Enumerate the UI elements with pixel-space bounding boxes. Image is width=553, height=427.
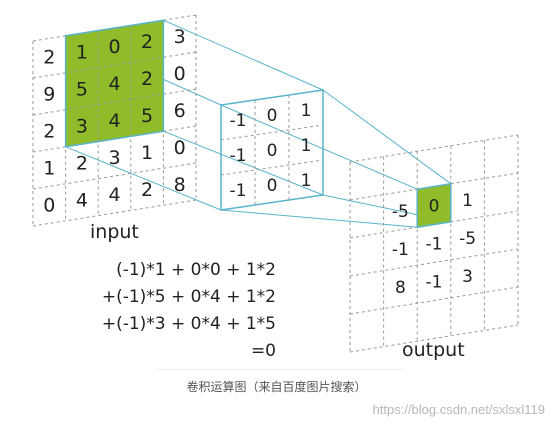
input-cell: 0 xyxy=(174,137,186,159)
kernel-cell: -1 xyxy=(230,146,247,166)
kernel-cell: 1 xyxy=(301,136,312,156)
input-cell: 5 xyxy=(141,105,153,127)
formula: (-1)*1 + 0*0 + 1*2 +(-1)*5 + 0*4 + 1*2 +… xyxy=(102,260,276,361)
highlight-region xyxy=(417,183,451,228)
connector-line xyxy=(163,19,324,91)
figure-caption: 卷积运算图（来自百度图片搜索） xyxy=(186,380,367,394)
grid-border xyxy=(416,182,452,229)
formula-line-2: +(-1)*5 + 0*4 + 1*2 xyxy=(102,287,276,307)
output-cell: -1 xyxy=(426,272,443,292)
formula-line-1: (-1)*1 + 0*0 + 1*2 xyxy=(116,260,276,280)
input-cell: 4 xyxy=(108,110,120,132)
grid-line xyxy=(349,134,519,163)
grid-line xyxy=(220,159,324,176)
formula-line-3: +(-1)*3 + 0*4 + 1*5 xyxy=(102,314,276,334)
highlight-region xyxy=(65,20,164,147)
input-cell: 4 xyxy=(76,189,88,211)
grid-border xyxy=(220,89,324,211)
grid-line xyxy=(220,124,324,141)
grid-line xyxy=(349,248,519,277)
input-cell: 1 xyxy=(43,158,55,180)
input-cell: 0 xyxy=(108,36,120,58)
connector-line xyxy=(220,209,418,228)
connector-line xyxy=(322,89,452,185)
input-cell: 2 xyxy=(141,31,153,53)
output-cell: -5 xyxy=(392,202,409,222)
input-cell: 2 xyxy=(43,121,55,143)
output-cell: 0 xyxy=(429,196,440,216)
input-cell: 4 xyxy=(108,73,120,95)
input-cell: 2 xyxy=(141,68,153,90)
input-cell: 6 xyxy=(174,100,186,122)
output-label: output xyxy=(402,339,465,361)
grid-border xyxy=(64,19,165,148)
caption-divider xyxy=(155,369,405,370)
input-cell: 3 xyxy=(174,26,186,48)
input-cell: 2 xyxy=(43,47,55,69)
grid-line xyxy=(349,324,519,353)
input-cell: 2 xyxy=(76,152,88,174)
kernel-cell: 0 xyxy=(267,141,278,161)
input-label: input xyxy=(90,221,139,243)
input-cell: 5 xyxy=(76,78,88,100)
kernel-cell: 0 xyxy=(267,106,278,126)
output-cell: 8 xyxy=(395,278,406,298)
watermark: https://blog.csdn.net/sxlsxl119 xyxy=(372,402,545,417)
output-cell: -1 xyxy=(426,234,443,254)
output-cell: -1 xyxy=(392,240,409,260)
kernel-cell: 1 xyxy=(301,101,312,121)
input-cell: 1 xyxy=(141,142,153,164)
kernel-cell: -1 xyxy=(230,111,247,131)
kernel-cell: -1 xyxy=(230,181,247,201)
input-cell: 3 xyxy=(76,115,88,137)
output-cell: 3 xyxy=(462,267,473,287)
input-cell: 0 xyxy=(43,195,55,217)
connector-line xyxy=(163,130,324,196)
input-cell: 8 xyxy=(174,174,186,196)
formula-line-4: =0 xyxy=(251,341,276,361)
input-cell: 4 xyxy=(108,184,120,206)
output-grid: -5 0 1 -1 -1 -5 8 -1 3 xyxy=(349,134,519,353)
input-cell: 2 xyxy=(141,179,153,201)
input-cell: 0 xyxy=(174,63,186,85)
input-cell: 1 xyxy=(76,41,88,63)
kernel-cell: 1 xyxy=(301,171,312,191)
grid-line xyxy=(349,286,519,315)
kernel-cell: 0 xyxy=(267,176,278,196)
output-cell: -5 xyxy=(459,229,476,249)
input-cell: 3 xyxy=(108,147,120,169)
connector-line xyxy=(220,104,418,190)
connector-line xyxy=(65,146,222,211)
output-cell: 1 xyxy=(462,191,473,211)
input-cell: 9 xyxy=(43,84,55,106)
kernel-grid: -1 0 1 -1 0 1 -1 0 1 xyxy=(220,89,324,211)
